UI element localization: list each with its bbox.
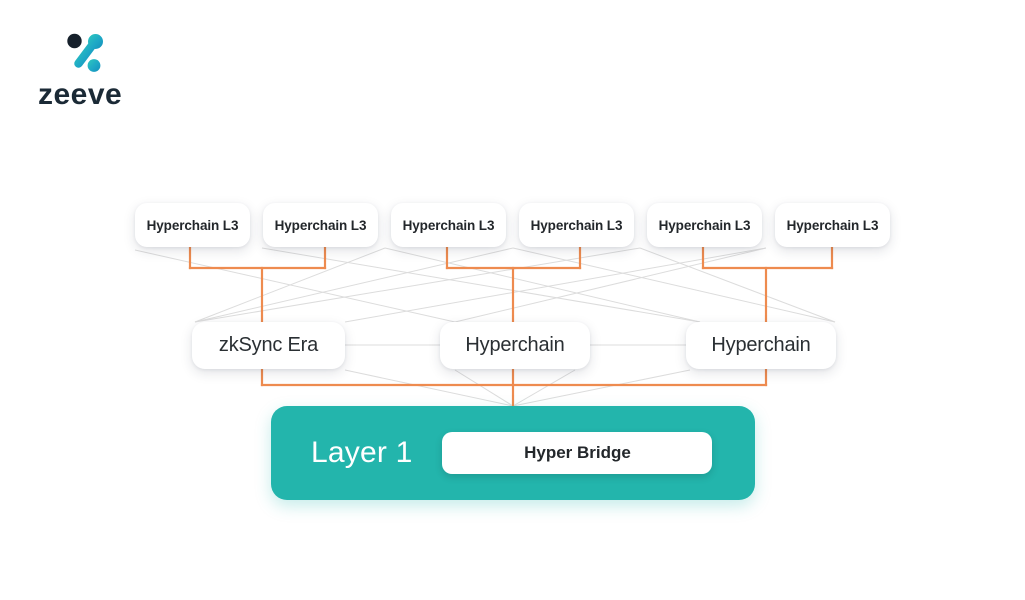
- bracket-group-center: [445, 246, 582, 324]
- node-label: Hyperchain L3: [402, 217, 495, 233]
- node-zksync-era[interactable]: zkSync Era: [192, 322, 345, 369]
- node-label: Hyperchain: [711, 334, 811, 356]
- node-label: Hyperchain: [465, 334, 565, 356]
- logo-svg: [67, 33, 103, 72]
- layer1-band[interactable]: Layer 1 Hyper Bridge: [271, 406, 755, 500]
- hyper-bridge-node[interactable]: Hyper Bridge: [442, 432, 713, 474]
- bracket-group-layer1: [260, 368, 768, 408]
- node-label: Hyperchain L3: [530, 217, 623, 233]
- node-hyperchain-l3-2[interactable]: Hyperchain L3: [263, 203, 378, 247]
- node-label: Hyperchain L3: [274, 217, 367, 233]
- node-hyperchain-l3-4[interactable]: Hyperchain L3: [519, 203, 634, 247]
- bracket-group-right: [701, 246, 834, 324]
- node-hyperchain-l3-6[interactable]: Hyperchain L3: [775, 203, 890, 247]
- hyper-bridge-label: Hyper Bridge: [524, 443, 631, 462]
- bracket-group-left: [188, 246, 327, 324]
- zeeve-z-node-logo-icon: [62, 32, 108, 78]
- brand-logo: zeeve: [38, 32, 188, 111]
- node-hyperchain-l2-2[interactable]: Hyperchain: [686, 322, 836, 369]
- node-label: Hyperchain L3: [658, 217, 751, 233]
- node-label: Hyperchain L3: [786, 217, 879, 233]
- node-hyperchain-l3-3[interactable]: Hyperchain L3: [391, 203, 506, 247]
- node-label: zkSync Era: [218, 334, 319, 356]
- node-hyperchain-l3-1[interactable]: Hyperchain L3: [135, 203, 250, 247]
- node-hyperchain-l3-5[interactable]: Hyperchain L3: [647, 203, 762, 247]
- node-hyperchain-l2-1[interactable]: Hyperchain: [440, 322, 590, 369]
- layer1-label: Layer 1: [311, 436, 413, 469]
- brand-wordmark: zeeve: [38, 78, 123, 111]
- node-label: Hyperchain L3: [146, 217, 239, 233]
